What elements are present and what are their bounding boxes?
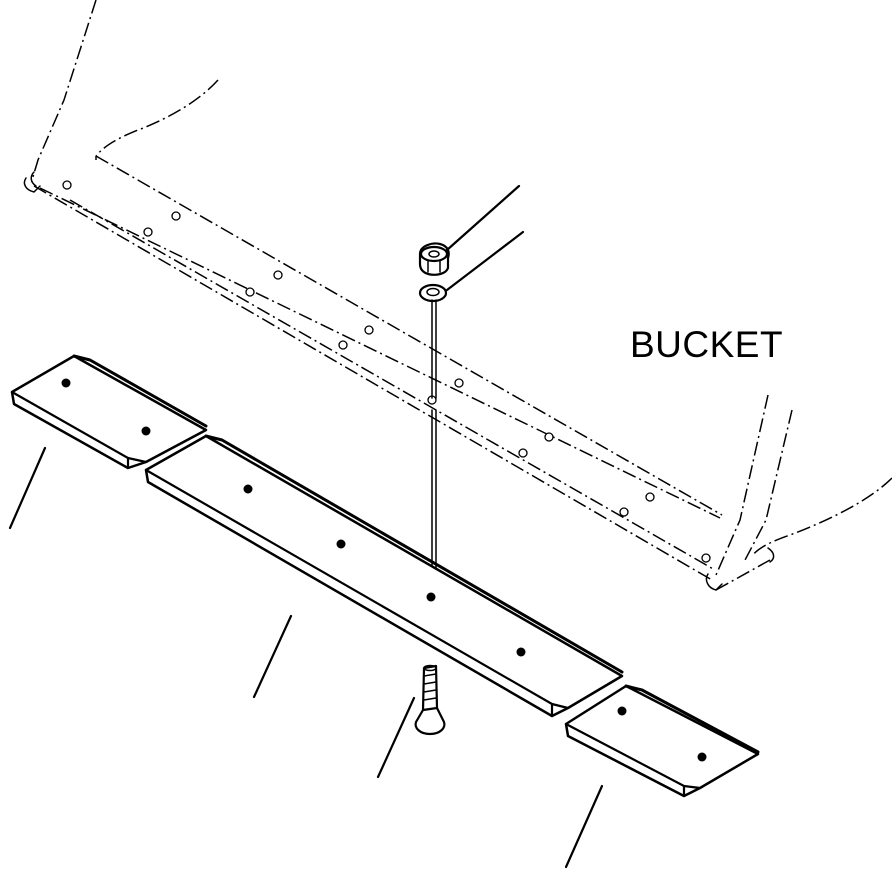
leader-lines-parts [8,446,604,869]
washer-icon [418,283,448,303]
right-end-bit [564,684,760,798]
bucket-label: BUCKET [630,324,783,365]
bucket-outline [23,0,892,591]
bucket-lip-holes [62,180,711,563]
bolt-axis-line [431,299,437,597]
nut-icon [418,242,450,276]
left-end-bit [10,354,208,470]
center-cutting-edge [144,434,624,718]
plow-bolt-icon [414,664,446,736]
leader-lines-hardware [445,184,525,292]
